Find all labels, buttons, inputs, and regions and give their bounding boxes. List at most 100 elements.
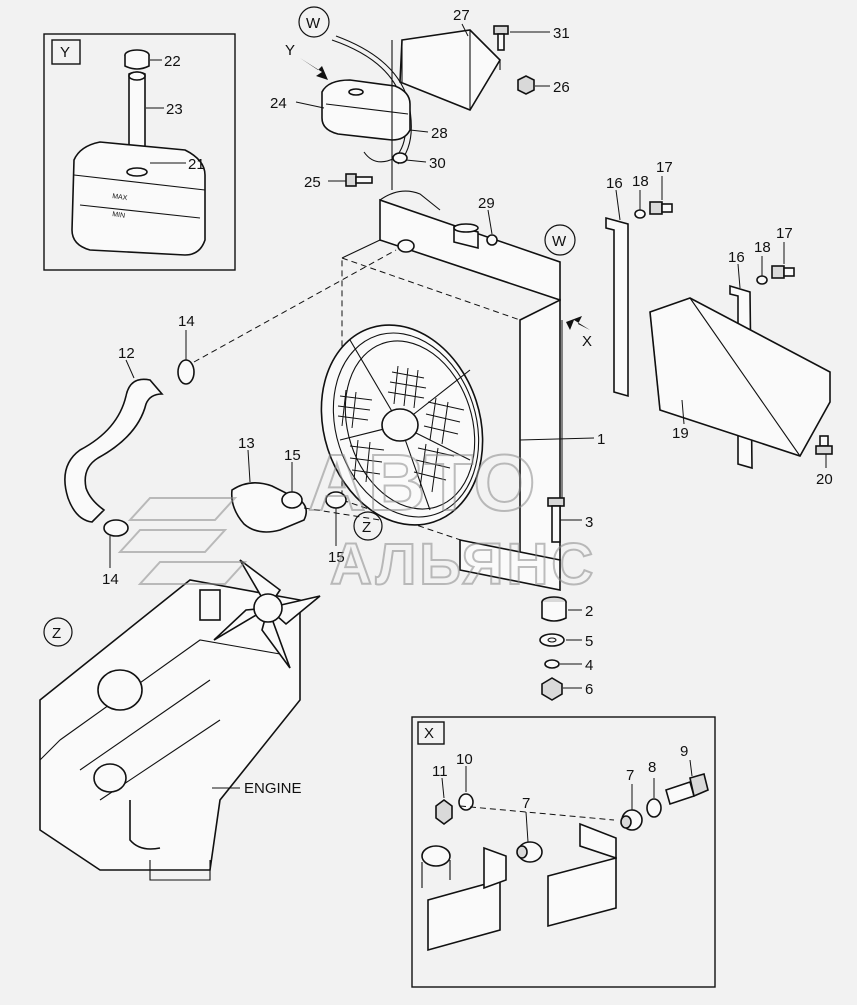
reserve-tank-21: MAX MIN [71, 141, 206, 256]
nut-11 [435, 799, 453, 825]
callout-14-upper: 14 [178, 313, 195, 330]
callout-26: 26 [553, 79, 570, 96]
callout-23: 23 [166, 101, 183, 118]
callout-6: 6 [585, 681, 593, 698]
callout-4: 4 [585, 657, 593, 674]
view-x-arrow [566, 316, 590, 330]
detail-x-tag [417, 721, 445, 745]
view-w-letter-top: W [306, 15, 321, 32]
callout-18-lower: 18 [754, 239, 771, 256]
callout-27: 27 [453, 7, 470, 24]
view-z-letter-engine: Z [52, 625, 61, 642]
bolt-9 [665, 773, 709, 806]
callout-29: 29 [478, 195, 495, 212]
bolt-17-lower [771, 265, 795, 279]
callout-13: 13 [238, 435, 255, 452]
callout-21: 21 [188, 156, 205, 173]
callout-16-upper: 16 [606, 175, 623, 192]
tank-min-mark: MIN [112, 211, 126, 220]
view-z-letter-fan: Z [362, 519, 371, 536]
watermark-logo: АВТО АЛЬЯНС [117, 437, 596, 598]
callout-10: 10 [456, 751, 473, 768]
mount-bracket-left [427, 878, 501, 952]
view-w-letter-side: W [552, 233, 567, 250]
callout-18-upper: 18 [632, 173, 649, 190]
hose-clamp-14-upper [177, 359, 195, 385]
callout-14-lower: 14 [102, 571, 119, 588]
detail-view-x: X 7 7 8 9 [411, 716, 716, 988]
washer-10 [458, 793, 474, 811]
callout-15-lower: 15 [328, 549, 345, 566]
callout-7-center: 7 [522, 795, 530, 812]
view-x-arrow-letter: X [582, 333, 592, 350]
nut-6 [541, 677, 563, 701]
callout-30: 30 [429, 155, 446, 172]
washer-5 [539, 633, 565, 647]
bolt-31 [493, 25, 509, 51]
washer-18-lower [756, 275, 768, 285]
mount-bolt-3 [547, 497, 565, 543]
hose-clamp-30 [392, 152, 408, 164]
mount-bracket-right [547, 856, 617, 928]
callout-3: 3 [585, 514, 593, 531]
bolt-25 [345, 173, 373, 187]
callout-24: 24 [270, 95, 287, 112]
callout-2: 2 [585, 603, 593, 620]
callout-11: 11 [432, 763, 448, 780]
washer-8 [646, 798, 662, 818]
detail-y-letter: Y [60, 44, 70, 61]
view-w-circle-side [544, 224, 576, 256]
bracket-27 [399, 29, 502, 111]
bolt-17-upper [649, 201, 673, 215]
top-assembly: W Y 24 27 31 26 [270, 6, 570, 191]
callout-9: 9 [680, 743, 688, 760]
engine-block: Z ENGINE [39, 559, 321, 881]
detail-y-tag [51, 39, 81, 65]
nut-26 [517, 75, 535, 95]
hoses: 12 14 14 13 15 15 Z [64, 249, 397, 588]
rubber-cushion-7-center [516, 841, 543, 863]
spring-washer-4 [544, 659, 560, 669]
callout-16-lower: 16 [728, 249, 745, 266]
side-baffles: 16 18 17 16 18 17 19 20 [605, 159, 833, 488]
engine-label: ENGINE [244, 780, 302, 797]
radiator-bottom-tank [459, 539, 561, 591]
drain-fitting-29 [486, 234, 498, 246]
engine-fan-blades [213, 559, 321, 669]
rubber-cushion-7-right [620, 809, 643, 831]
washer-18-upper [634, 209, 646, 219]
callout-17-upper: 17 [656, 159, 673, 176]
view-y-arrow [300, 58, 328, 80]
cooling-fan-shroud [320, 324, 484, 526]
callout-15-upper: 15 [284, 447, 301, 464]
watermark-line-2: АЛЬЯНС [330, 532, 596, 597]
reserve-tank-24 [321, 79, 411, 141]
callout-5: 5 [585, 633, 593, 650]
hose-clamp-14-lower [103, 519, 129, 537]
callout-22: 22 [164, 53, 181, 70]
callout-28: 28 [431, 125, 448, 142]
hose-clamp-15-upper [281, 491, 303, 509]
detail-y-frame [43, 33, 236, 271]
detail-x-letter: X [424, 725, 434, 742]
bolt-20 [815, 435, 833, 455]
callout-25: 25 [304, 174, 321, 191]
detail-view-y: Y MAX MIN 22 23 21 [43, 33, 236, 271]
callout-31: 31 [553, 25, 570, 42]
radiator-core-outline [341, 257, 521, 561]
upper-radiator-hose-12 [64, 378, 164, 523]
baffle-plate-16-upper [605, 216, 629, 398]
callout-17-lower: 17 [776, 225, 793, 242]
tank-max-mark: MAX [112, 193, 128, 202]
callout-8: 8 [648, 759, 656, 776]
upper-hose-inlet [397, 239, 415, 253]
mount-hardware: 2 5 4 6 [539, 596, 593, 701]
watermark-line-1: АВТО [308, 438, 538, 527]
callout-12: 12 [118, 345, 135, 362]
callout-20: 20 [816, 471, 833, 488]
fan-guard-mesh [337, 365, 465, 493]
detail-x-frame [411, 716, 716, 988]
tank-cap-22 [124, 49, 150, 70]
callout-1: 1 [597, 431, 605, 448]
